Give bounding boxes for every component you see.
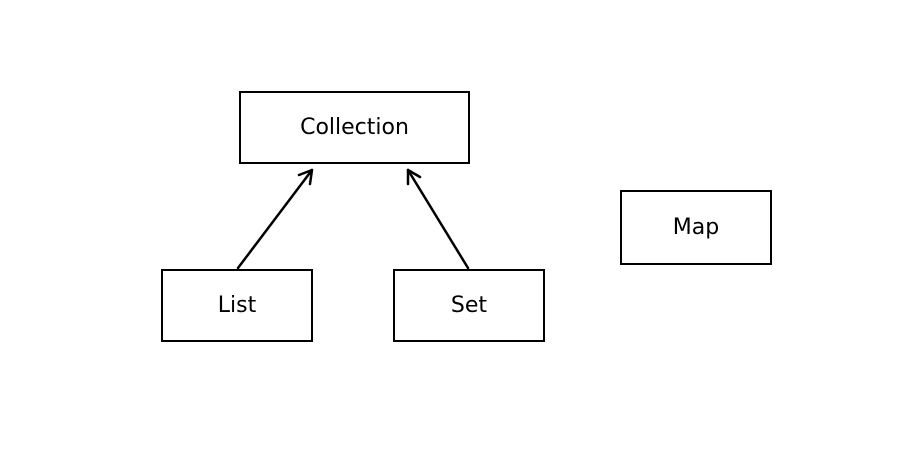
node-set-label: Set [450, 292, 488, 318]
edge-set-to-collection [406, 168, 470, 270]
edge-list-to-collection-arrowhead [297, 168, 314, 186]
edge-set-to-collection-line [406, 168, 470, 270]
node-map: Map [620, 190, 772, 265]
edge-list-to-collection-line [236, 168, 314, 270]
edge-set-to-collection-arrowhead [406, 168, 422, 186]
node-list: List [161, 269, 313, 342]
node-map-label: Map [672, 214, 720, 240]
node-set: Set [393, 269, 545, 342]
edge-list-to-collection [236, 168, 314, 270]
node-collection: Collection [239, 91, 470, 164]
node-list-label: List [217, 292, 257, 318]
node-collection-label: Collection [300, 114, 409, 140]
